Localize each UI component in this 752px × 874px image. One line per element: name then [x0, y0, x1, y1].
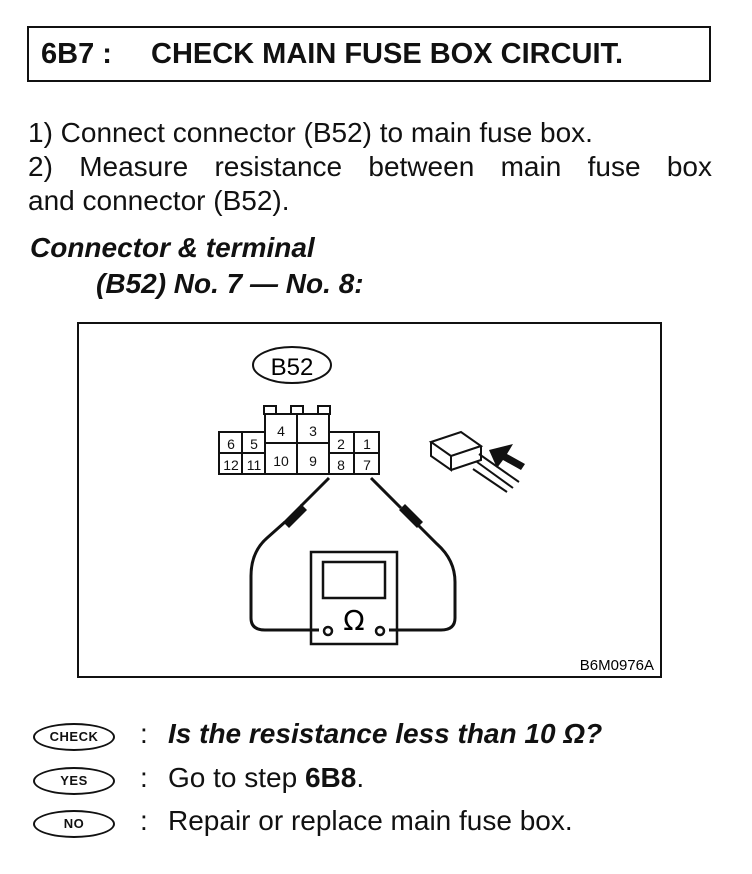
wiring-figure: B52 1 2 3 4 5 6 7 8 9 10 11: [77, 322, 662, 678]
instruction-step-1: 1) Connect connector (B52) to main fuse …: [28, 117, 593, 148]
yes-answer: Go to step 6B8.: [168, 762, 364, 794]
yes-answer-prefix: Go to step: [168, 762, 305, 793]
check-question: Is the resistance less than 10 Ω?: [168, 718, 603, 749]
check-badge: CHECK: [33, 723, 115, 751]
terminal-3: 3: [309, 423, 317, 439]
instruction-step-2-continued: and connector (B52).: [28, 185, 290, 216]
spec-heading: Connector & terminal: [30, 232, 315, 263]
connector-view-icon: [428, 430, 520, 493]
no-colon: :: [140, 805, 148, 836]
ohmmeter: [309, 550, 399, 646]
step-title-box: 6B7 : CHECK MAIN FUSE BOX CIRCUIT.: [27, 26, 711, 82]
terminal-11: 11: [247, 457, 262, 473]
probe-leads: [249, 476, 457, 632]
arrow-icon: [489, 444, 525, 470]
yes-colon: :: [140, 762, 148, 793]
spec-terminals: (B52) No. 7 — No. 8:: [96, 268, 364, 299]
no-answer: Repair or replace main fuse box.: [168, 805, 573, 836]
connector-label-ellipse: [252, 346, 332, 384]
ohm-symbol: Ω: [343, 604, 364, 637]
connector-label: B52: [271, 354, 314, 381]
instruction-step-2: 2) Measure resistance between main fuse …: [28, 151, 712, 182]
step-code: 6B7 :: [41, 38, 112, 70]
terminal-12: 12: [223, 457, 239, 473]
terminal-9: 9: [309, 453, 317, 469]
step-title: CHECK MAIN FUSE BOX CIRCUIT.: [151, 38, 624, 70]
terminal-8: 8: [337, 457, 345, 473]
probe-handles: [283, 504, 423, 528]
terminal-6: 6: [227, 436, 235, 452]
wiring-diagram: B52 1 2 3 4 5 6 7 8 9 10 11: [218, 346, 654, 674]
terminal-4: 4: [277, 423, 285, 439]
yes-badge: YES: [33, 767, 115, 795]
terminal-5: 5: [250, 436, 258, 452]
terminal-10: 10: [273, 453, 289, 469]
meter-terminal-left: [322, 625, 334, 637]
next-step-link: 6B8: [304, 762, 357, 793]
check-colon: :: [140, 718, 148, 749]
terminal-1: 1: [363, 436, 371, 452]
terminal-7: 7: [363, 457, 371, 473]
meter-terminal-right: [374, 625, 386, 637]
figure-id: B6M0976A: [580, 657, 654, 674]
terminal-2: 2: [337, 436, 345, 452]
yes-answer-suffix: .: [356, 762, 365, 793]
connector-body: [218, 405, 380, 475]
no-badge: NO: [33, 810, 115, 838]
